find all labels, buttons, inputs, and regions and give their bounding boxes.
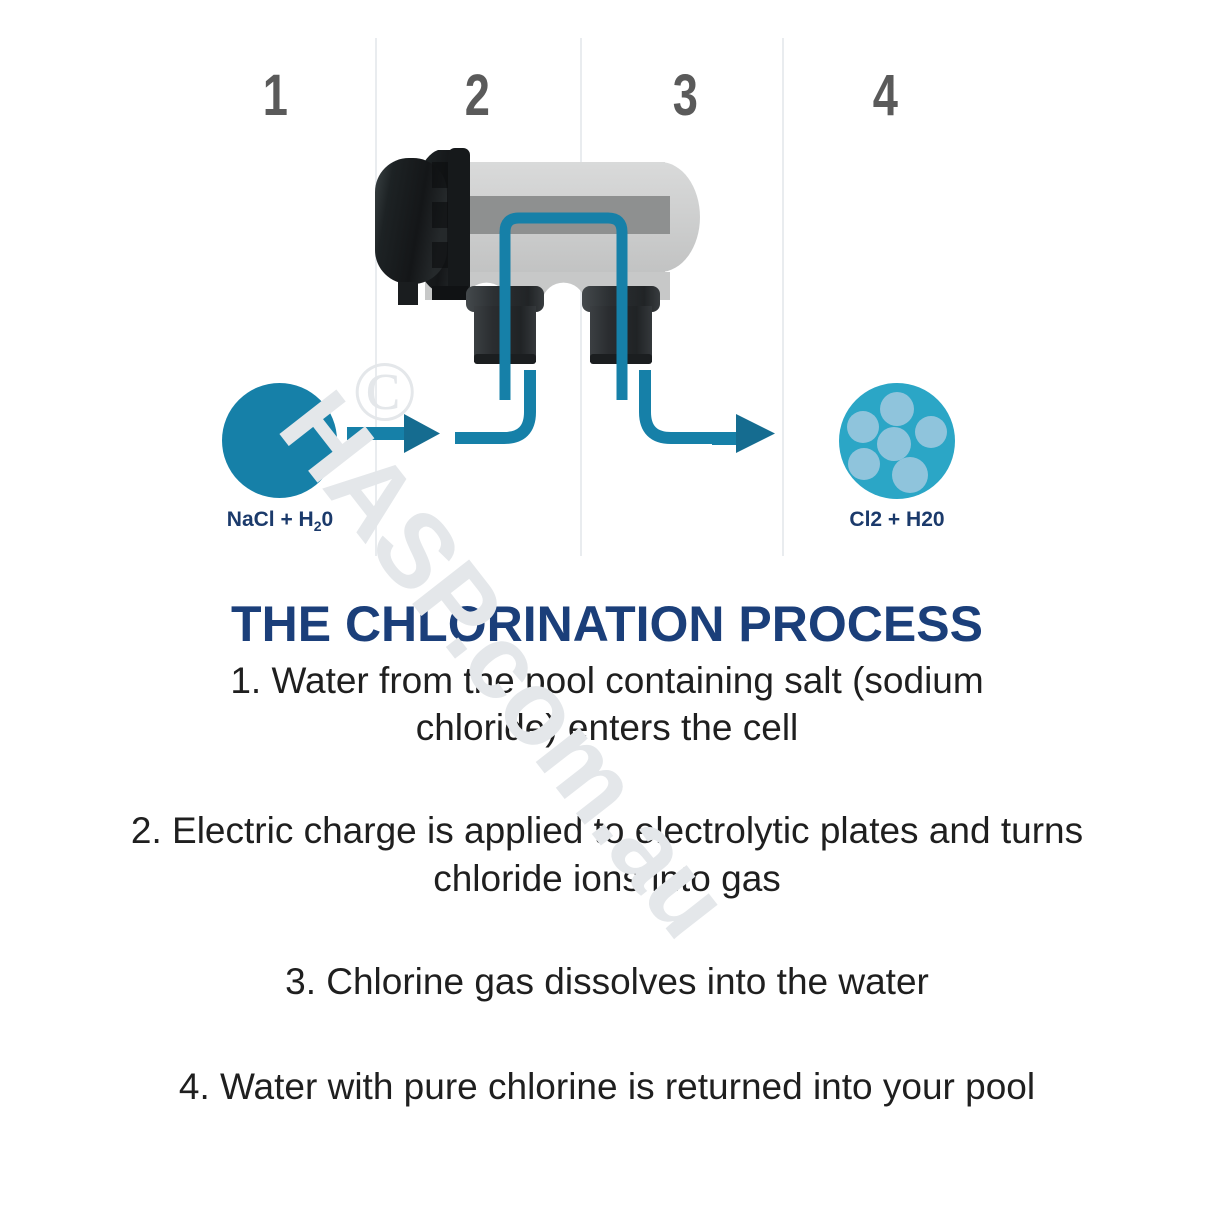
column-divider-2 (580, 38, 582, 556)
column-divider-3 (782, 38, 784, 556)
flow-arrows (347, 370, 775, 453)
chlorinated-water-circle (839, 383, 955, 499)
step-number-1: 1 (262, 63, 288, 128)
inlet-pipe-curve (455, 370, 536, 444)
step-number-3: 3 (672, 63, 698, 128)
process-step-1: 1. Water from the pool containing salt (… (230, 659, 984, 748)
step-number-2: 2 (464, 63, 490, 128)
process-text-block: THE CHLORINATION PROCESS 1. Water from t… (0, 598, 1214, 1111)
salt-water-circle (222, 383, 337, 498)
salt-water-label-prefix: NaCl + H (226, 508, 314, 531)
column-divider-1 (375, 38, 377, 556)
outlet-pipe-curve (639, 370, 730, 444)
process-step-3: 3. Chlorine gas dissolves into the water (285, 960, 929, 1002)
chlorinated-water-label: Cl2 + H20 (849, 508, 945, 531)
outlet-arrow (712, 414, 775, 453)
chlorinator-cell-illustration (375, 148, 700, 400)
salt-water-label-suffix: 0 (321, 508, 334, 531)
inlet-arrow (347, 414, 440, 453)
process-diagram: 1 2 3 4 (0, 0, 1214, 957)
page-title: THE CHLORINATION PROCESS (231, 596, 983, 652)
salt-water-label-sub: 2 (313, 518, 322, 534)
internal-flow-pipe (499, 212, 628, 400)
salt-water-label: NaCl + H20 (130, 508, 430, 534)
cell-end-cap (375, 148, 470, 305)
process-step-4: 4. Water with pure chlorine is returned … (178, 1066, 1036, 1108)
process-step-2: 2. Electric charge is applied to electro… (130, 810, 1084, 899)
step-number-4: 4 (872, 63, 898, 128)
